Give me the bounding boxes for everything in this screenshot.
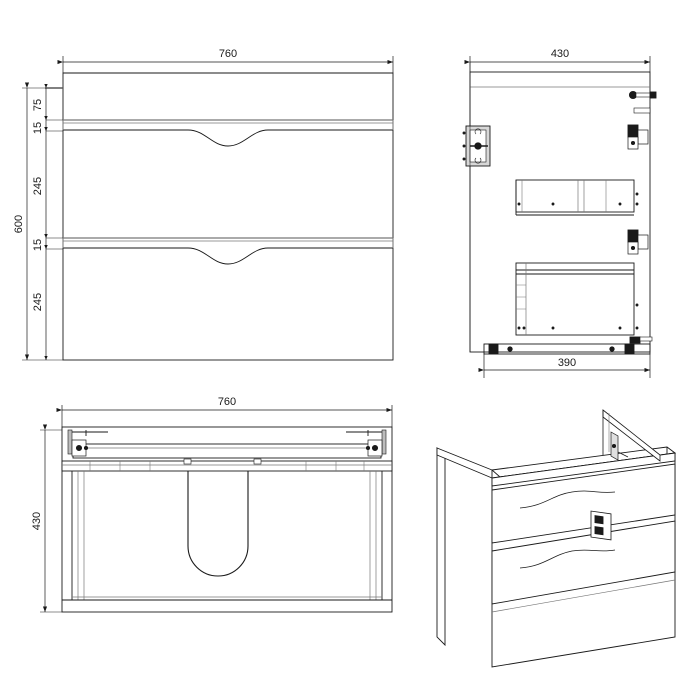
front-seg-245a-label: 245 bbox=[32, 177, 44, 195]
plan-depth-label: 430 bbox=[31, 512, 43, 530]
side-top-fixings bbox=[627, 90, 657, 150]
front-dimensions bbox=[22, 56, 394, 361]
side-wall-bracket bbox=[462, 125, 491, 167]
iso-left-panel bbox=[436, 447, 446, 647]
front-seg-15b-label: 15 bbox=[32, 239, 44, 251]
side-base-plinth bbox=[483, 343, 651, 355]
plan-width-label: 760 bbox=[218, 396, 236, 408]
front-height-label: 600 bbox=[13, 215, 25, 233]
front-seg-75-label: 75 bbox=[32, 99, 44, 111]
side-upper-drawer-box bbox=[515, 179, 639, 216]
side-lower-drawer-box bbox=[515, 262, 653, 344]
plan-rear-rail bbox=[72, 443, 382, 459]
plan-dimensions bbox=[40, 405, 393, 613]
plan-left-bracket bbox=[67, 429, 108, 457]
front-width-label: 760 bbox=[219, 48, 237, 60]
front-seg-15a-label: 15 bbox=[32, 122, 44, 134]
side-elevation-view bbox=[462, 71, 657, 355]
iso-upper-drawer-handle bbox=[519, 490, 616, 509]
side-bottom-label: 390 bbox=[558, 357, 576, 369]
plan-u-cutout bbox=[187, 471, 249, 577]
side-mid-fixings bbox=[627, 229, 649, 255]
iso-lower-drawer-handle bbox=[519, 549, 616, 569]
isometric-view bbox=[436, 409, 677, 668]
iso-top-rail bbox=[491, 452, 676, 487]
plan-right-bracket bbox=[346, 429, 387, 457]
plan-outline bbox=[61, 426, 393, 613]
plan-front-rail bbox=[61, 458, 393, 472]
plan-view bbox=[61, 426, 393, 613]
front-upper-drawer-handle bbox=[187, 129, 269, 147]
front-seg-245b-label: 245 bbox=[32, 293, 44, 311]
side-top-label: 430 bbox=[551, 48, 569, 60]
iso-wall-bracket bbox=[590, 409, 661, 541]
iso-upper-drawer bbox=[491, 463, 676, 544]
iso-lower-drawer bbox=[491, 520, 676, 605]
front-cabinet-outline bbox=[62, 72, 394, 361]
side-dimensions bbox=[464, 56, 651, 378]
front-elevation-view bbox=[45, 72, 394, 361]
front-lower-drawer-handle bbox=[187, 247, 269, 265]
plan-side-walls bbox=[62, 471, 392, 601]
